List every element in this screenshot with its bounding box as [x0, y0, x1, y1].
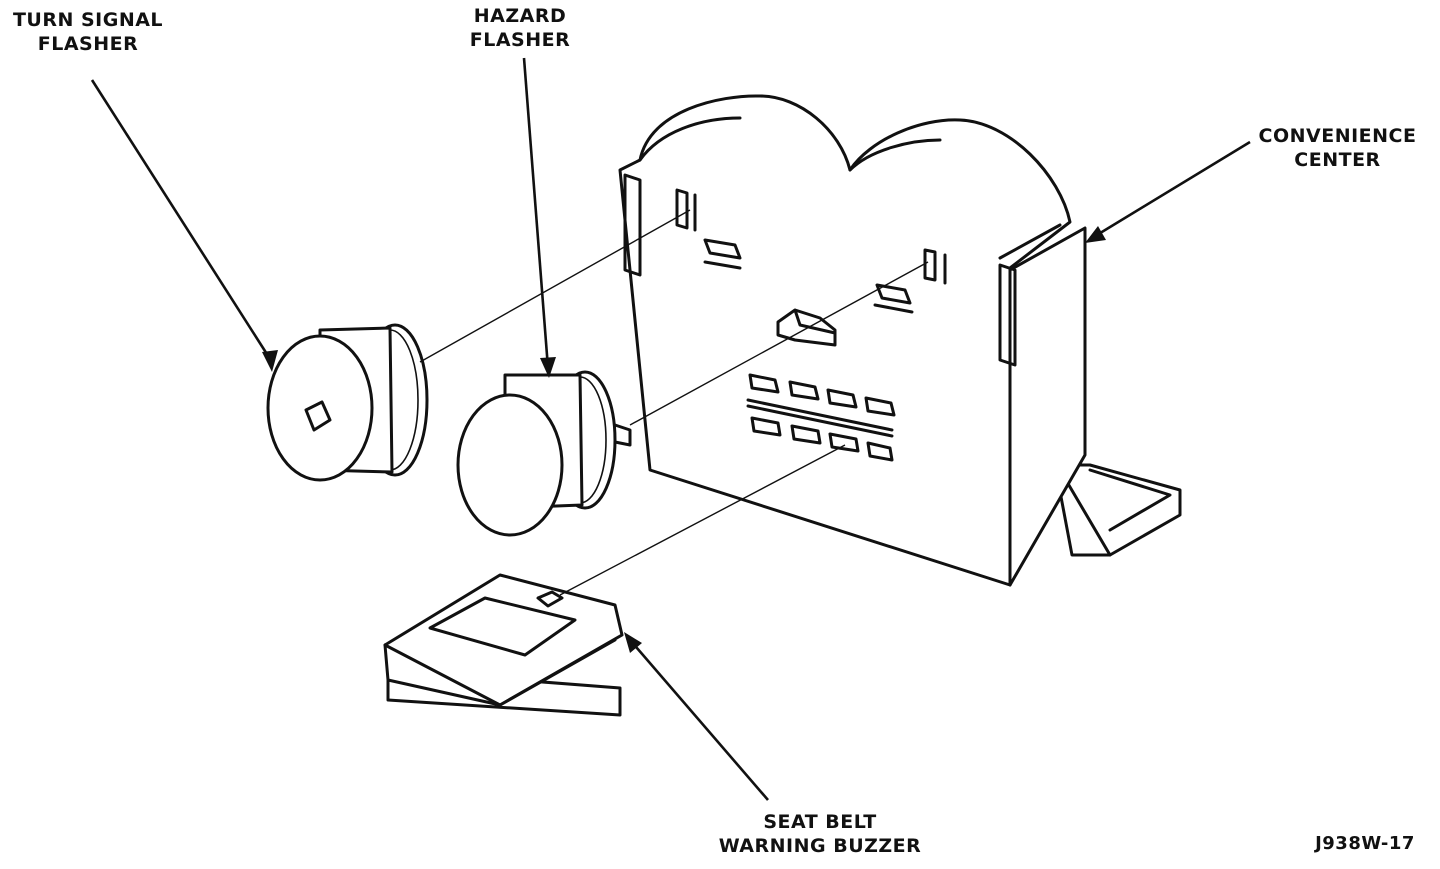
figure-id: J938W-17 [1315, 833, 1415, 854]
label-turn-signal-flasher: TURN SIGNAL FLASHER [8, 8, 168, 56]
label-hazard-flasher: HAZARD FLASHER [455, 4, 585, 52]
label-seat-belt-line2: WARNING BUZZER [718, 835, 922, 857]
seat-belt-buzzer-part [383, 573, 624, 717]
label-convenience-center: CONVENIENCE CENTER [1250, 124, 1425, 172]
label-turn-signal-line1: TURN SIGNAL [12, 9, 164, 31]
turn-signal-flasher-part [266, 323, 429, 482]
label-seat-belt-warning-buzzer: SEAT BELT WARNING BUZZER [700, 810, 940, 858]
label-turn-signal-line2: FLASHER [37, 33, 139, 55]
label-convenience-line2: CENTER [1294, 149, 1381, 171]
label-seat-belt-line1: SEAT BELT [763, 811, 877, 833]
label-hazard-line1: HAZARD [473, 5, 567, 27]
convenience-center-housing [618, 94, 1182, 587]
label-convenience-line1: CONVENIENCE [1258, 125, 1417, 147]
hazard-flasher-part [456, 370, 632, 537]
leader-arrows [90, 57, 1251, 801]
label-hazard-line2: FLASHER [469, 29, 571, 51]
assembly-guide-lines [419, 209, 929, 596]
